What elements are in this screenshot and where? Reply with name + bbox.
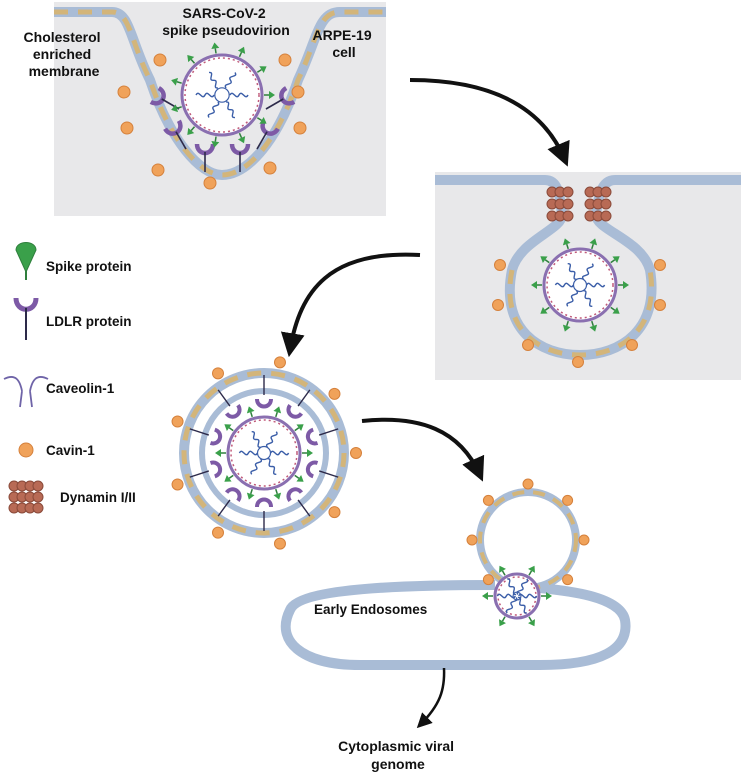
pseudovirion-2 xyxy=(531,238,629,332)
legend-ldlr: LDLR protein xyxy=(46,314,132,329)
cavin-group-1 xyxy=(117,53,307,190)
panel-dynamin-scission xyxy=(435,172,741,380)
early-endosome: Early Endosomes xyxy=(280,478,631,670)
lipid-raft-1 xyxy=(54,9,386,178)
arrow-4 xyxy=(416,667,446,729)
label-pseudovirion: SARS-CoV-2 spike pseudovirion xyxy=(162,5,290,38)
label-early-endosomes: Early Endosomes xyxy=(314,602,427,617)
pathway-arrows xyxy=(280,78,570,729)
label-cell: ARPE-19 cell xyxy=(312,27,375,60)
caveolin-icon xyxy=(3,376,49,408)
label-cholesterol: Cholesterol enriched membrane xyxy=(24,29,105,79)
pseudovirion-3 xyxy=(482,565,552,627)
legend-cavin: Cavin-1 xyxy=(46,443,95,458)
label-cytoplasmic: Cytoplasmic viral genome xyxy=(338,738,458,772)
caveolar-vesicle xyxy=(171,356,362,550)
panel-cell-surface: Cholesterol enriched membrane SARS-CoV-2… xyxy=(24,2,386,216)
arrow-2 xyxy=(280,252,421,358)
cavin-icon xyxy=(18,442,34,458)
legend-spike: Spike protein xyxy=(46,259,132,274)
arrow-1 xyxy=(409,78,570,167)
legend-dynamin: Dynamin I/II xyxy=(60,490,136,505)
dynamin-ring xyxy=(546,186,612,222)
legend-caveolin: Caveolin-1 xyxy=(46,381,115,396)
spike-icon xyxy=(15,242,37,280)
cavin-group-2 xyxy=(492,259,666,368)
pseudovirion-1 xyxy=(171,42,275,148)
legend: Spike protein LDLR protein Caveolin-1 Ca… xyxy=(3,242,136,514)
ldlr-icon xyxy=(13,297,39,340)
arrow-3 xyxy=(361,417,485,482)
dynamin-icon xyxy=(8,480,44,514)
